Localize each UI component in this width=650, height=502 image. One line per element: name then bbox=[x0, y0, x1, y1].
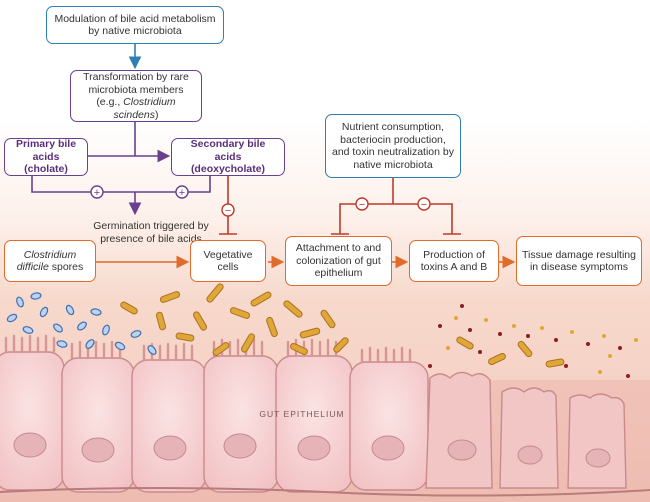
clostridium-spores bbox=[6, 292, 157, 355]
primary-bile-acids-text: Primary bile acids (cholate) bbox=[9, 138, 83, 176]
healthy-cells bbox=[0, 351, 429, 493]
germination-text: Germination triggered by presence of bil… bbox=[93, 220, 209, 245]
plus-sign-secondary: + bbox=[175, 185, 189, 199]
transformation-line-3b: ) bbox=[154, 108, 159, 121]
nutrient-box: Nutrient consumption, bacteriocin produc… bbox=[325, 114, 461, 178]
transformation-line-2: microbiota members bbox=[88, 83, 184, 96]
transformation-line-3a: (e.g., bbox=[96, 96, 124, 108]
svg-text:−: − bbox=[225, 205, 231, 217]
primary-bile-acids-box: Primary bile acids (cholate) bbox=[4, 138, 88, 176]
toxin-particles bbox=[428, 304, 638, 378]
inhibition-nutrient bbox=[331, 178, 461, 235]
gut-epithelium-illustration bbox=[0, 334, 650, 502]
attachment-text: Attachment to and colonization of gut ep… bbox=[295, 242, 382, 280]
attachment-box: Attachment to and colonization of gut ep… bbox=[285, 236, 392, 286]
primary-bile-acids-title: Primary bile acids bbox=[15, 138, 77, 163]
transformation-line-1: Transformation by rare bbox=[83, 71, 189, 83]
modulation-text: Modulation of bile acid metabolism by na… bbox=[54, 12, 216, 38]
toxin-production-box: Production of toxins A and B bbox=[409, 240, 499, 282]
transformation-species: Clostridium scindens bbox=[113, 96, 176, 121]
minus-sign-production: − bbox=[417, 197, 431, 211]
transformation-box: Transformation by rare microbiota member… bbox=[70, 70, 202, 122]
svg-text:−: − bbox=[359, 199, 365, 211]
secondary-bile-acids-box: Secondary bile acids (deoxycholate) bbox=[171, 138, 285, 176]
minus-sign-secondary: − bbox=[221, 203, 235, 217]
secondary-bile-acids-text: Secondary bile acids (deoxycholate) bbox=[176, 138, 280, 176]
cell-nuclei bbox=[13, 432, 611, 468]
secondary-bile-acids-sub: (deoxycholate) bbox=[190, 163, 266, 176]
microvilli bbox=[4, 334, 412, 364]
spores-genus: Clostridium bbox=[23, 248, 77, 261]
modulation-box: Modulation of bile acid metabolism by na… bbox=[46, 6, 224, 44]
plus-sign-primary: + bbox=[90, 185, 104, 199]
gut-epithelium-label: GUT EPITHELIUM bbox=[259, 409, 345, 419]
svg-text:−: − bbox=[421, 199, 427, 211]
nutrient-text: Nutrient consumption, bacteriocin produc… bbox=[332, 121, 454, 171]
transformation-text: Transformation by rare microbiota member… bbox=[75, 71, 197, 121]
spores-box: Clostridium difficile spores bbox=[4, 240, 96, 282]
svg-text:+: + bbox=[94, 187, 100, 199]
vegetative-cells-box: Vegetative cells bbox=[190, 240, 266, 282]
toxin-production-text: Production of toxins A and B bbox=[420, 248, 488, 274]
vegetative-cells-text: Vegetative cells bbox=[203, 248, 253, 274]
purple-connectors bbox=[31, 122, 211, 216]
vegetative-bacteria bbox=[120, 283, 565, 368]
spores-word: spores bbox=[48, 261, 84, 273]
primary-bile-acids-sub: (cholate) bbox=[24, 163, 68, 176]
tissue-damage-box: Tissue damage resulting in disease sympt… bbox=[516, 236, 642, 286]
tissue-damage-text: Tissue damage resulting in disease sympt… bbox=[521, 248, 636, 274]
damaged-cells bbox=[425, 371, 627, 489]
germination-label: Germination triggered by presence of bil… bbox=[92, 220, 210, 245]
svg-text:+: + bbox=[179, 187, 185, 199]
spores-species: difficile bbox=[16, 261, 49, 273]
basement-membrane bbox=[0, 487, 650, 497]
secondary-bile-acids-title: Secondary bile acids bbox=[190, 138, 266, 163]
spores-text: Clostridium difficile spores bbox=[17, 249, 84, 274]
minus-sign-attachment: − bbox=[355, 197, 369, 211]
